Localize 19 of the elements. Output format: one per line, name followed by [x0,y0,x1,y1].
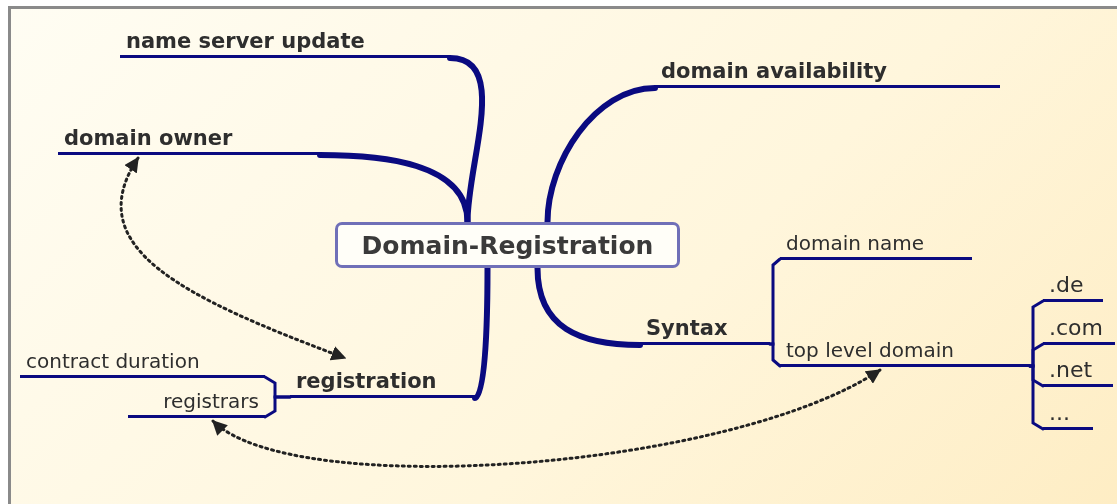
dotted-arrow [119,156,347,361]
topic-label: top level domain [780,330,1030,367]
branch-line [263,395,292,419]
topic-label: ... [1043,398,1093,430]
branch-line [768,342,782,368]
topic-label: contract duration [20,342,265,378]
dotted-arrow [211,368,882,468]
topic-label: Syntax [640,308,770,345]
central-topic: Domain-Registration [335,222,680,268]
branch-line [1028,364,1045,431]
topic-label: .com [1043,312,1115,345]
topic-label: domain owner [58,118,320,155]
topic-label: .net [1043,354,1113,387]
topic-label: name server update [120,22,450,58]
topic-label: .de [1043,268,1103,302]
topic-label: domain name [780,224,972,260]
topic-label: domain availability [655,52,1000,88]
topic-label: registrars [128,384,265,418]
topic-label: registration [290,362,475,398]
